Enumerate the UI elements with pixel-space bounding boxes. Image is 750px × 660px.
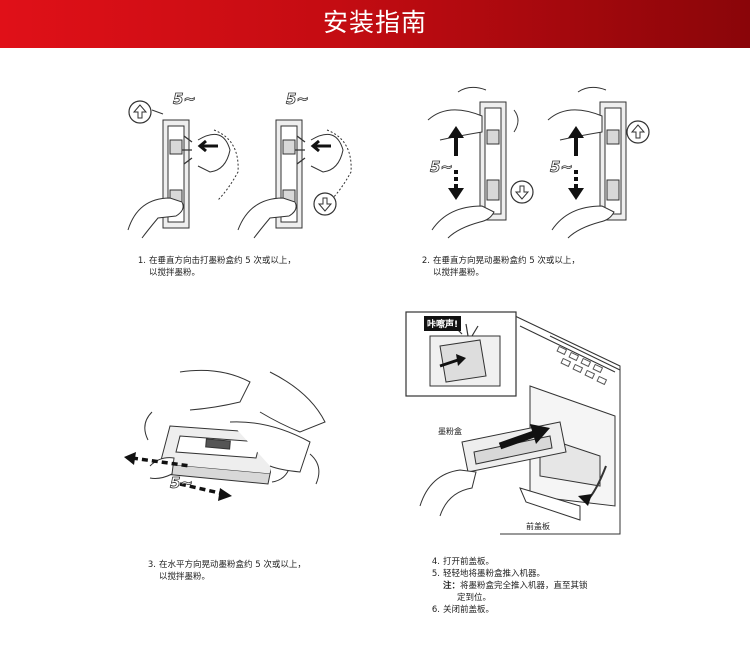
step-number: 5.	[431, 569, 440, 579]
step-number: 2.	[421, 256, 430, 266]
step-text: 以搅拌墨粉。	[149, 268, 201, 278]
note-text: 将墨粉盒完全推入机器，直至其锁	[460, 581, 588, 591]
step-text: 在垂直方向击打墨粉盒约 5 次或以上，	[149, 256, 296, 266]
step2-caption: 2.在垂直方向晃动墨粉盒约 5 次或以上， 以搅拌墨粉。	[416, 255, 580, 279]
step-text: 在水平方向晃动墨粉盒约 5 次或以上，	[159, 560, 306, 570]
up-arrow-icon	[128, 100, 164, 124]
click-sound-badge: 咔嚓声!	[424, 316, 462, 331]
step-text: 以搅拌墨粉。	[159, 572, 211, 582]
step-number: 6.	[431, 605, 440, 615]
install-caption: 4.打开前盖板。 5.轻轻地将墨粉盒推入机器。 注：将墨粉盒完全推入机器，直至其…	[426, 556, 588, 616]
note-text: 定到位。	[457, 593, 492, 603]
step1-caption: 1.在垂直方向击打墨粉盒约 5 次或以上， 以搅拌墨粉。	[132, 255, 296, 279]
step-text: 在垂直方向晃动墨粉盒约 5 次或以上，	[433, 256, 580, 266]
down-arrow-icon	[313, 192, 337, 216]
toner-cartridge-label: 墨粉盒	[438, 427, 462, 436]
step2-illustration: 5~ 5~	[418, 80, 658, 240]
step-number: 3.	[147, 560, 156, 570]
step-number: 4.	[431, 557, 440, 567]
step1-illustration: 5~ 5~	[118, 80, 358, 240]
step-number: 1.	[137, 256, 146, 266]
step3-caption: 3.在水平方向晃动墨粉盒约 5 次或以上， 以搅拌墨粉。	[142, 559, 306, 583]
step-text: 关闭前盖板。	[443, 605, 495, 615]
header-banner	[0, 0, 750, 48]
down-arrow-icon	[510, 180, 534, 204]
repeat-label: 5~	[550, 158, 573, 176]
repeat-label: 5~	[286, 90, 309, 108]
note-label: 注：	[443, 581, 461, 591]
page-title: 安装指南	[322, 8, 427, 37]
repeat-label: 5~	[170, 474, 193, 492]
repeat-label: 5~	[430, 158, 453, 176]
step-text: 以搅拌墨粉。	[433, 268, 485, 278]
repeat-label: 5~	[173, 90, 196, 108]
step-text: 轻轻地将墨粉盒推入机器。	[443, 569, 546, 579]
install-illustration	[400, 306, 640, 536]
front-cover-label: 前盖板	[526, 522, 550, 531]
up-arrow-icon	[626, 120, 650, 144]
step3-illustration: 5~	[120, 362, 350, 522]
step-text: 打开前盖板。	[443, 557, 495, 567]
